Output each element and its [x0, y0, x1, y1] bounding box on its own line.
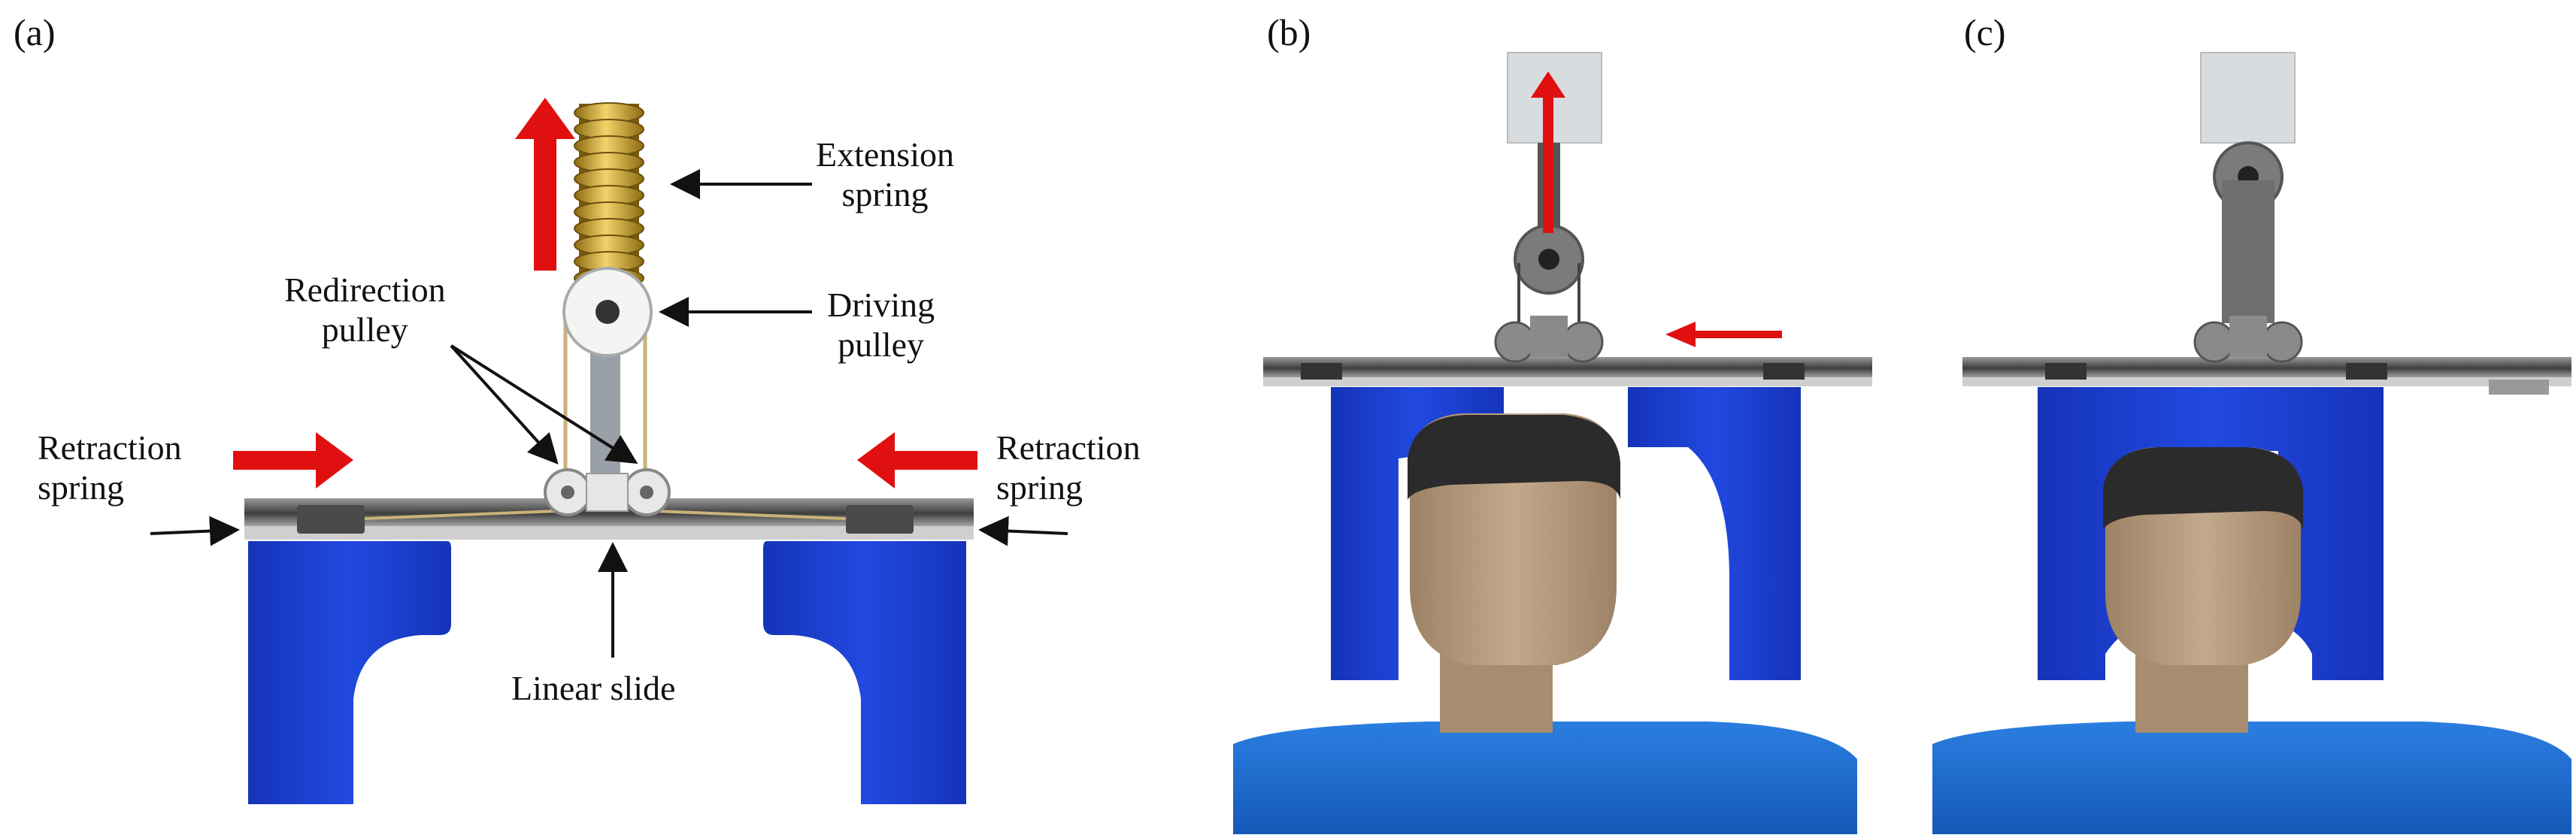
slide-arrow-b	[1665, 322, 1782, 347]
label-retraction-spring-left: Retraction spring	[38, 428, 182, 507]
label-redirection-pulley: Redirection pulley	[284, 271, 446, 349]
panel-letter-b: (b)	[1267, 11, 1311, 53]
panel-letter-a: (a)	[14, 11, 56, 53]
panel-a	[150, 98, 1068, 804]
retraction-spring-block-left	[297, 505, 365, 534]
right-support-frame	[763, 541, 966, 804]
label-driving-pulley: Driving pulley	[827, 286, 935, 364]
label-retraction-spring-right: Retraction spring	[996, 428, 1141, 507]
label-linear-slide: Linear slide	[511, 669, 676, 707]
left-support-frame	[248, 541, 451, 804]
upward-arrow-b	[1531, 71, 1565, 233]
head-frame-left	[1331, 387, 1504, 680]
head-frame-right	[1628, 387, 1801, 680]
weight-block-c	[2200, 52, 2296, 144]
label-extension-spring: Extension spring	[816, 135, 954, 213]
hair	[1408, 415, 1620, 500]
retraction-spring-block-right	[846, 505, 914, 534]
panel-letter-c: (c)	[1964, 11, 2006, 53]
upward-pull-arrow	[515, 98, 575, 271]
retraction-arrow-left	[233, 432, 353, 489]
panel-b	[1233, 52, 1872, 834]
panel-c	[1932, 52, 2571, 834]
retraction-arrow-right	[857, 432, 977, 489]
